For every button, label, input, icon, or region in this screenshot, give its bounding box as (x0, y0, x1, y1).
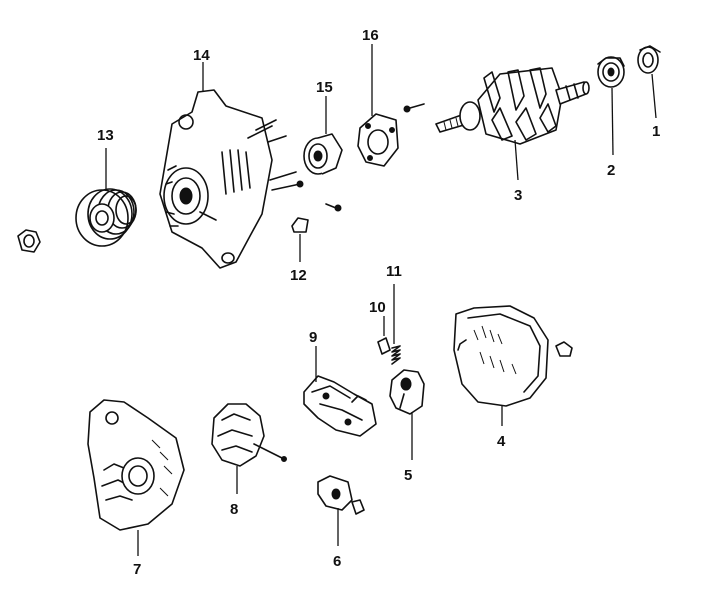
part-16-retainer-plate (357, 113, 399, 167)
part-7-rear-end-frame (87, 399, 185, 531)
part-1-bearing-cover (637, 45, 661, 74)
callout-1: 1 (652, 123, 660, 140)
part-3-rotor (403, 67, 590, 145)
part-14-drive-end-frame (159, 89, 304, 269)
cover-nut (555, 341, 573, 357)
part-2-rear-bearing (597, 56, 625, 88)
callout-3: 3 (514, 187, 522, 204)
leader-1 (651, 73, 657, 119)
part-4-rear-end-cover (453, 305, 549, 407)
part-13-pulley (75, 188, 137, 247)
retainer-screw (325, 203, 342, 212)
part-10-brush (377, 337, 391, 355)
part-8-rectifier (211, 403, 287, 467)
callout-6: 6 (333, 553, 341, 570)
callout-8: 8 (230, 501, 238, 518)
leader-3 (514, 139, 519, 181)
callout-4: 4 (497, 433, 506, 450)
callout-10: 10 (369, 299, 386, 316)
part-5-brush-holder (389, 369, 425, 415)
callout-7: 7 (133, 561, 141, 578)
part-12-cap (291, 217, 309, 233)
part-11-spring (391, 345, 401, 365)
callout-2: 2 (607, 162, 615, 179)
callout-14: 14 (193, 47, 210, 64)
part-9-voltage-regulator (303, 375, 377, 437)
pulley-nut (17, 229, 41, 253)
leader-2 (611, 87, 614, 156)
callout-9: 9 (309, 329, 317, 346)
part-15-front-bearing (303, 133, 343, 175)
callout-11: 11 (386, 263, 402, 280)
callout-12: 12 (290, 267, 307, 284)
callout-13: 13 (97, 127, 114, 144)
part-6-terminal-insulator (317, 475, 365, 515)
callout-16: 16 (362, 27, 379, 44)
callout-5: 5 (404, 467, 412, 484)
callout-15: 15 (316, 79, 333, 96)
